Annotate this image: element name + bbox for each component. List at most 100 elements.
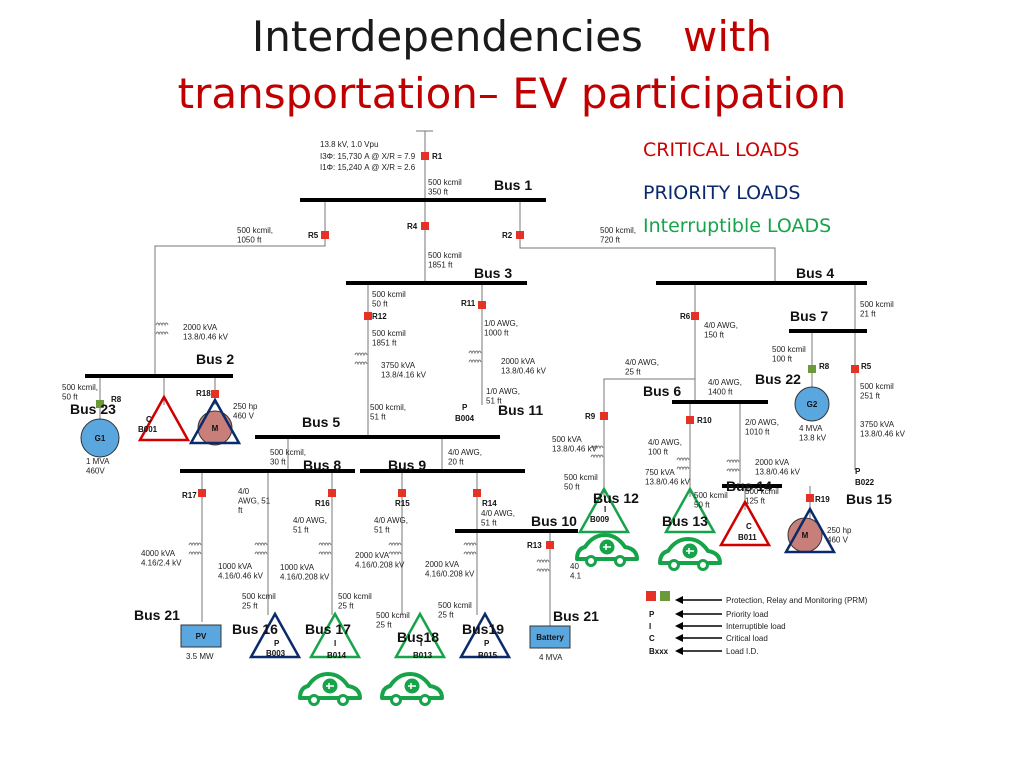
label: 4/0 AWG,51 ft bbox=[293, 516, 327, 535]
battery-source-label: Battery bbox=[536, 633, 564, 642]
relay-icon bbox=[546, 541, 554, 549]
transformer-icon bbox=[318, 542, 332, 556]
interruptible-load-triangle bbox=[393, 611, 447, 659]
wires bbox=[99, 130, 856, 652]
relay-label: R5 bbox=[308, 231, 319, 240]
bus-label: Bus 6 bbox=[643, 383, 681, 399]
relay-label: R19 bbox=[815, 495, 830, 504]
bus-label: Bus 5 bbox=[302, 414, 340, 430]
priority-load-triangle bbox=[783, 506, 837, 554]
relay-icon bbox=[686, 416, 694, 424]
relay-label: R15 bbox=[395, 499, 410, 508]
key-symbol: Bxxx bbox=[649, 647, 669, 656]
ev-car-icon bbox=[298, 672, 362, 706]
key-text: Critical load bbox=[726, 634, 768, 643]
label: Bus 11 bbox=[498, 402, 543, 418]
transformer-coil bbox=[468, 359, 482, 364]
label: Bus 21 bbox=[553, 608, 599, 624]
busbars bbox=[85, 198, 867, 533]
relay-icon bbox=[691, 312, 699, 320]
relay-label: R13 bbox=[527, 541, 542, 550]
label: I bbox=[334, 639, 336, 648]
legend-priority-loads: PRIORITY LOADS bbox=[643, 182, 801, 204]
ev-car-wheel bbox=[419, 694, 431, 706]
key-symbol: I bbox=[649, 622, 651, 631]
transformer-coil bbox=[590, 445, 604, 450]
transformer-coil bbox=[468, 350, 482, 355]
label: B013 bbox=[413, 651, 433, 660]
label: 4/0 AWG,25 ft bbox=[625, 358, 659, 377]
key-text: Interruptible load bbox=[726, 622, 786, 631]
transformer-coil bbox=[354, 352, 368, 357]
transformer-coil bbox=[590, 454, 604, 459]
priority-load-triangle bbox=[248, 611, 302, 659]
relay-icon bbox=[478, 301, 486, 309]
ev-car-body bbox=[298, 672, 362, 700]
label: B011 bbox=[738, 533, 757, 542]
transformer-coil bbox=[676, 466, 690, 471]
key-arrow-head bbox=[675, 610, 683, 618]
transformer-icon bbox=[468, 350, 482, 364]
motor-m-label: M bbox=[212, 424, 219, 433]
label: P bbox=[484, 639, 490, 648]
ev-car-body bbox=[575, 533, 639, 561]
label: 500 kcmil,720 ft bbox=[600, 226, 636, 245]
title-line-2: transportation– EV participation bbox=[177, 69, 847, 118]
label: 4/0 AWG,100 ft bbox=[648, 438, 682, 457]
transformer-coil bbox=[254, 551, 268, 556]
label: 4/0 AWG,51 ft bbox=[374, 516, 408, 535]
transformer-coil bbox=[463, 542, 477, 547]
relay-icon bbox=[421, 152, 429, 160]
transformer-coil bbox=[354, 361, 368, 366]
ev-car-wheel bbox=[308, 694, 320, 706]
key-text: Protection, Relay and Monitoring (PRM) bbox=[726, 596, 868, 605]
relay-icon bbox=[516, 231, 524, 239]
label: Bus 15 bbox=[846, 491, 892, 507]
transformer-icon bbox=[254, 542, 268, 556]
transformer-coil bbox=[318, 551, 332, 556]
bus-label: Bus 2 bbox=[196, 351, 234, 367]
generator-g1-label: G1 bbox=[95, 434, 106, 443]
relay-icon bbox=[851, 365, 859, 373]
label: B004 bbox=[455, 414, 475, 423]
label: P bbox=[462, 403, 468, 412]
label: 1/0 AWG,51 ft bbox=[486, 387, 520, 406]
label: 4/0 AWG,20 ft bbox=[448, 448, 482, 467]
ev-plug-symbol bbox=[408, 683, 416, 689]
bus-label: Bus 8 bbox=[303, 457, 341, 473]
relay-label: R11 bbox=[461, 299, 476, 308]
relay-label: R5 bbox=[861, 362, 872, 371]
relay-icon bbox=[198, 489, 206, 497]
relay-label: R17 bbox=[182, 491, 197, 500]
key-arrow-head bbox=[675, 596, 683, 604]
transformer-coil bbox=[254, 542, 268, 547]
label: 500 kcmil,30 ft bbox=[270, 448, 306, 467]
transformer-coil bbox=[388, 542, 402, 547]
key-text: Priority load bbox=[726, 610, 768, 619]
key-text: Load I.D. bbox=[726, 647, 758, 656]
source-spec: I3Φ: 15,730 A @ X/R = 7.9 bbox=[320, 152, 416, 161]
relay-icon bbox=[806, 494, 814, 502]
bus-label: Bus 9 bbox=[388, 457, 426, 473]
bus-label: Bus 1 bbox=[494, 177, 532, 193]
relay-label: R8 bbox=[819, 362, 830, 371]
label: B003 bbox=[266, 649, 286, 658]
relay-label: R1 bbox=[432, 152, 443, 161]
relay-icon bbox=[421, 222, 429, 230]
label: C bbox=[146, 415, 152, 424]
interruptible-load-triangle bbox=[577, 486, 631, 534]
transformer-icon bbox=[155, 322, 169, 336]
transformer-coil bbox=[463, 551, 477, 556]
